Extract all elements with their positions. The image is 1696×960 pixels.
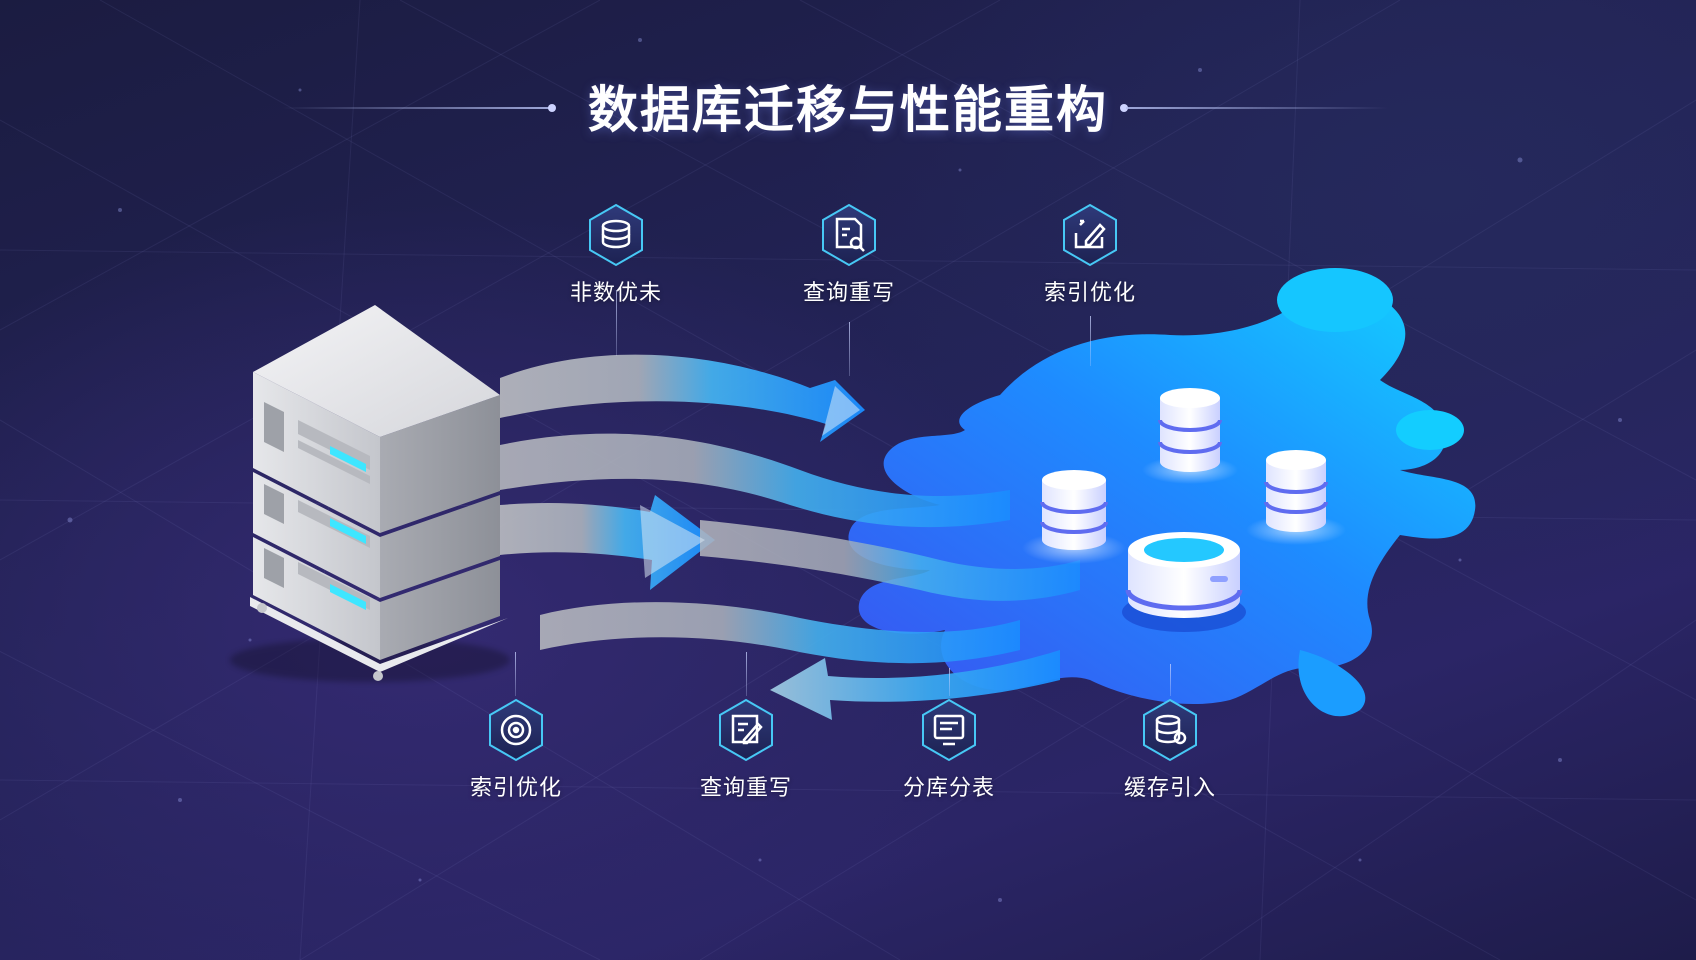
- title-dot-left: [548, 104, 556, 112]
- node-top-1-label: 非数优未: [569, 281, 662, 306]
- target-icon: [489, 698, 543, 762]
- node-bottom-2-label: 查询重写: [699, 776, 792, 801]
- node-top-1: 非数优未: [536, 203, 696, 307]
- flow-arrows: [500, 354, 1080, 720]
- database-cluster: [1022, 388, 1346, 632]
- connector-bottom-1: [515, 652, 516, 696]
- node-top-2: 查询重写: [769, 203, 929, 307]
- monitor-icon: [922, 698, 976, 762]
- node-bottom-4-label: 缓存引入: [1123, 776, 1216, 801]
- cache-database-icon: [1143, 698, 1197, 762]
- connector-top-2: [849, 322, 850, 376]
- node-bottom-1-label: 索引优化: [469, 776, 562, 801]
- node-bottom-1: 索引优化: [436, 698, 596, 802]
- connector-bottom-2: [746, 652, 747, 696]
- connector-top-3: [1090, 316, 1091, 366]
- node-top-2-label: 查询重写: [802, 281, 895, 306]
- title-rule-right: [1126, 107, 1388, 109]
- edit-icon: [1063, 203, 1117, 267]
- node-bottom-3: 分库分表: [869, 698, 1029, 802]
- connector-top-1: [616, 290, 617, 356]
- node-bottom-2: 查询重写: [666, 698, 826, 802]
- pen-document-icon: [719, 698, 773, 762]
- node-top-3: 索引优化: [1010, 203, 1170, 307]
- title-rule-left: [282, 107, 550, 109]
- server-rack: [230, 305, 510, 682]
- node-bottom-4: 缓存引入: [1090, 698, 1250, 802]
- database-cylinder-1: [1142, 388, 1238, 484]
- database-cylinder-3: [1246, 450, 1346, 545]
- node-bottom-3-label: 分库分表: [902, 776, 995, 801]
- connector-bottom-4: [1170, 664, 1171, 696]
- database-icon: [589, 203, 643, 267]
- title-dot-right: [1120, 104, 1128, 112]
- search-document-icon: [822, 203, 876, 267]
- node-top-3-label: 索引优化: [1043, 281, 1136, 306]
- database-cylinder-4: [1122, 532, 1246, 632]
- page-title: 数据库迁移与性能重构: [588, 81, 1108, 139]
- database-cylinder-2: [1022, 470, 1126, 564]
- connector-bottom-3: [949, 668, 950, 696]
